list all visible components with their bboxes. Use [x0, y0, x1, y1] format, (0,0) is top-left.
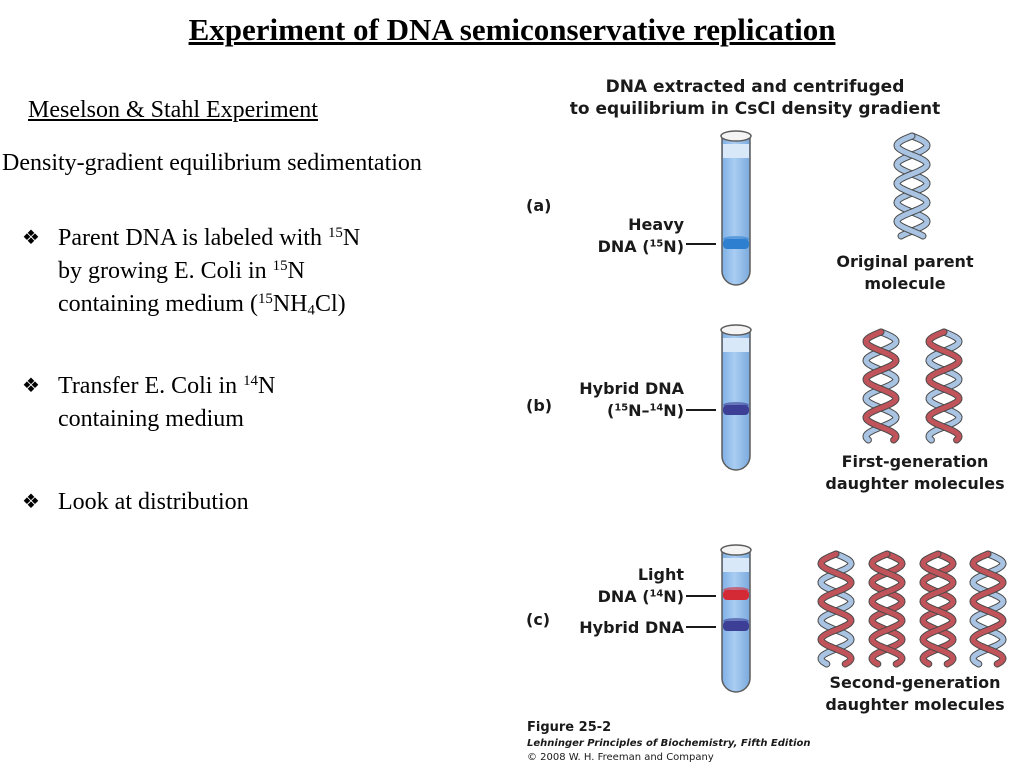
panel-label-a: (a)	[526, 196, 552, 215]
strand-2-fill	[970, 551, 1006, 667]
tube-body	[721, 135, 751, 286]
helix-second-gen-1	[817, 550, 855, 668]
helix-second-gen-3	[919, 550, 957, 668]
bullet-line: by growing E. Coli in 15N	[58, 257, 305, 284]
helix-first-gen-1	[862, 328, 900, 444]
tube-rim	[720, 324, 752, 336]
tube-body	[721, 329, 751, 471]
method-heading: Density-gradient equilibrium sedimentati…	[2, 150, 422, 176]
bullet-line: Look at distribution	[58, 489, 249, 515]
figure-heading-line-1: DNA extracted and centrifuged	[605, 77, 905, 97]
helix-original-parent	[893, 132, 931, 240]
hybrid-dna-band-top	[723, 402, 749, 408]
bullet-line: containing medium (15NH4Cl)	[58, 290, 346, 319]
strand-2-fill	[926, 329, 962, 443]
slide-title: Experiment of DNA semiconservative repli…	[188, 12, 836, 47]
caption-line: molecule	[864, 274, 946, 293]
diamond-bullet-icon: ❖	[22, 227, 40, 249]
band-label-line: DNA (15N)	[597, 237, 684, 256]
bullet-text: Look at distribution	[58, 486, 249, 519]
caption-line: First-generation	[841, 452, 989, 471]
caption-line: daughter molecules	[825, 474, 1005, 493]
strand-2-fill	[894, 133, 930, 239]
figure-heading: DNA extracted and centrifuged to equilib…	[540, 76, 970, 120]
diamond-bullet-icon: ❖	[22, 491, 40, 513]
centrifuge-tube-a	[720, 130, 752, 286]
bullet-line: Transfer E. Coli in 14N	[58, 372, 276, 399]
diamond-bullet-icon: ❖	[22, 375, 40, 397]
band-label-line: Hybrid DNA	[579, 379, 684, 398]
light-dna-band-top	[723, 587, 749, 593]
hybrid-dna-band-top	[723, 618, 749, 624]
caption-second-generation: Second-generation daughter molecules	[815, 672, 1015, 716]
helix-first-gen-2	[925, 328, 963, 444]
helix-second-gen-2	[868, 550, 906, 668]
band-label-line: Light	[637, 565, 684, 584]
bullet-line: Parent DNA is labeled with 15N	[58, 224, 361, 251]
caption-line: Original parent	[836, 252, 974, 271]
tube-rim	[720, 130, 752, 142]
strand-2-fill	[869, 551, 905, 667]
bullet-text: Transfer E. Coli in 14N containing medium	[58, 370, 275, 436]
strand-2-fill	[818, 551, 854, 667]
caption-original-parent: Original parent molecule	[835, 251, 975, 295]
caption-first-generation: First-generation daughter molecules	[815, 451, 1015, 495]
band-label-line: Heavy	[628, 215, 684, 234]
figure-number: Figure 25-2	[527, 720, 612, 735]
tube-rim	[720, 544, 752, 556]
panel-label-c: (c)	[526, 610, 551, 629]
tube-meniscus	[723, 338, 749, 352]
panel-label-b: (b)	[526, 396, 553, 415]
caption-line: Second-generation	[829, 673, 1001, 692]
strand-2-fill	[863, 329, 899, 443]
experiment-subtitle: Meselson & Stahl Experiment	[28, 97, 318, 123]
figure-source-book: Lehninger Principles of Biochemistry, Fi…	[527, 738, 811, 749]
band-label-line: DNA (14N)	[597, 587, 684, 606]
tube-meniscus	[723, 558, 749, 572]
hybrid-dna-label-b: Hybrid DNA (15N–14N)	[579, 378, 684, 422]
figure-caption: Figure 25-2 Lehninger Principles of Bioc…	[527, 720, 811, 763]
leader-lines	[686, 243, 716, 628]
figure-heading-line-2: to equilibrium in CsCl density gradient	[569, 99, 941, 119]
tube-meniscus	[723, 144, 749, 158]
strand-1-fill	[894, 133, 930, 239]
figure-copyright: © 2008 W. H. Freeman and Company	[527, 752, 714, 763]
strand-2-fill	[920, 551, 956, 667]
bullet-line: containing medium	[58, 406, 244, 432]
caption-line: daughter molecules	[825, 695, 1005, 714]
dna-helices	[817, 132, 1007, 668]
hybrid-dna-label-c: Hybrid DNA	[579, 618, 684, 637]
centrifuge-tube-c	[720, 544, 752, 693]
centrifuge-tube-b	[720, 324, 752, 471]
bullet-text: Parent DNA is labeled with 15N by growing…	[58, 222, 360, 321]
heavy-dna-band-top	[723, 236, 749, 242]
helix-second-gen-4	[969, 550, 1007, 668]
heavy-dna-label: Heavy DNA (15N)	[598, 214, 684, 258]
light-dna-label: Light DNA (14N)	[598, 564, 684, 608]
band-label-line: (15N–14N)	[607, 401, 684, 420]
